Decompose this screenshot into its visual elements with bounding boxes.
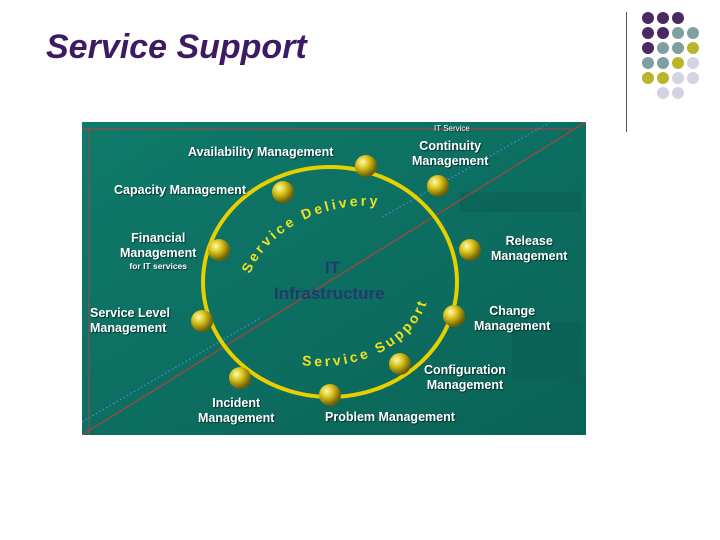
node-ball-availability	[355, 155, 377, 177]
core-title-it: IT	[325, 258, 341, 277]
dotted-guide-upper	[381, 122, 552, 218]
decorative-dot	[672, 27, 684, 39]
label-financial-management: Financial Management for IT services	[120, 231, 197, 271]
label-availability-management: Availability Management	[188, 145, 334, 159]
decorative-dot	[672, 57, 684, 69]
decorative-dot	[672, 12, 684, 24]
decorative-dot	[642, 42, 654, 54]
decorative-dot	[672, 42, 684, 54]
divider-diagonal	[82, 122, 586, 435]
node-ball-service-level	[191, 310, 213, 332]
decorative-dot	[657, 72, 669, 84]
label-configuration-management: Configuration Management	[424, 363, 506, 392]
slide-title: Service Support	[46, 28, 307, 66]
decorative-dot	[687, 72, 699, 84]
core-title-infrastructure: Infrastructure	[274, 284, 385, 303]
node-ball-release	[459, 239, 481, 261]
decorative-dot	[672, 87, 684, 99]
decorative-dot	[687, 42, 699, 54]
node-ball-configuration	[389, 353, 411, 375]
decorative-dot	[657, 87, 669, 99]
label-release-management: Release Management	[491, 234, 568, 263]
decorative-dot	[672, 72, 684, 84]
label-service-level-management: Service Level Management	[90, 306, 170, 335]
dotted-guide-lower	[82, 316, 263, 423]
decorative-dot	[642, 72, 654, 84]
node-ball-continuity	[427, 175, 449, 197]
diagram-graphics: Service Delivery Set Service Support Set	[82, 122, 586, 435]
decorative-dot	[657, 42, 669, 54]
background-scale-shape	[460, 192, 582, 382]
label-continuity-management: Continuity Management	[412, 139, 489, 168]
corner-label: IT Service	[434, 124, 470, 133]
title-divider-line	[626, 12, 627, 132]
label-change-management: Change Management	[474, 304, 551, 333]
decorative-dot	[657, 27, 669, 39]
label-problem-management: Problem Management	[325, 410, 455, 424]
decorative-dot	[642, 57, 654, 69]
ring-nodes	[191, 155, 481, 406]
decorative-dot	[657, 57, 669, 69]
node-ball-incident	[229, 367, 251, 389]
itil-diagram: Service Delivery Set Service Support Set…	[82, 122, 586, 435]
decorative-dot	[642, 12, 654, 24]
decorative-dot	[657, 12, 669, 24]
decorative-dot	[642, 27, 654, 39]
label-incident-management: Incident Management	[198, 396, 275, 425]
node-ball-financial	[208, 239, 230, 261]
node-ball-change	[443, 305, 465, 327]
node-ball-problem	[319, 384, 341, 406]
node-ball-capacity	[272, 181, 294, 203]
decorative-dot	[687, 57, 699, 69]
decorative-dot	[687, 27, 699, 39]
label-capacity-management: Capacity Management	[114, 183, 246, 197]
